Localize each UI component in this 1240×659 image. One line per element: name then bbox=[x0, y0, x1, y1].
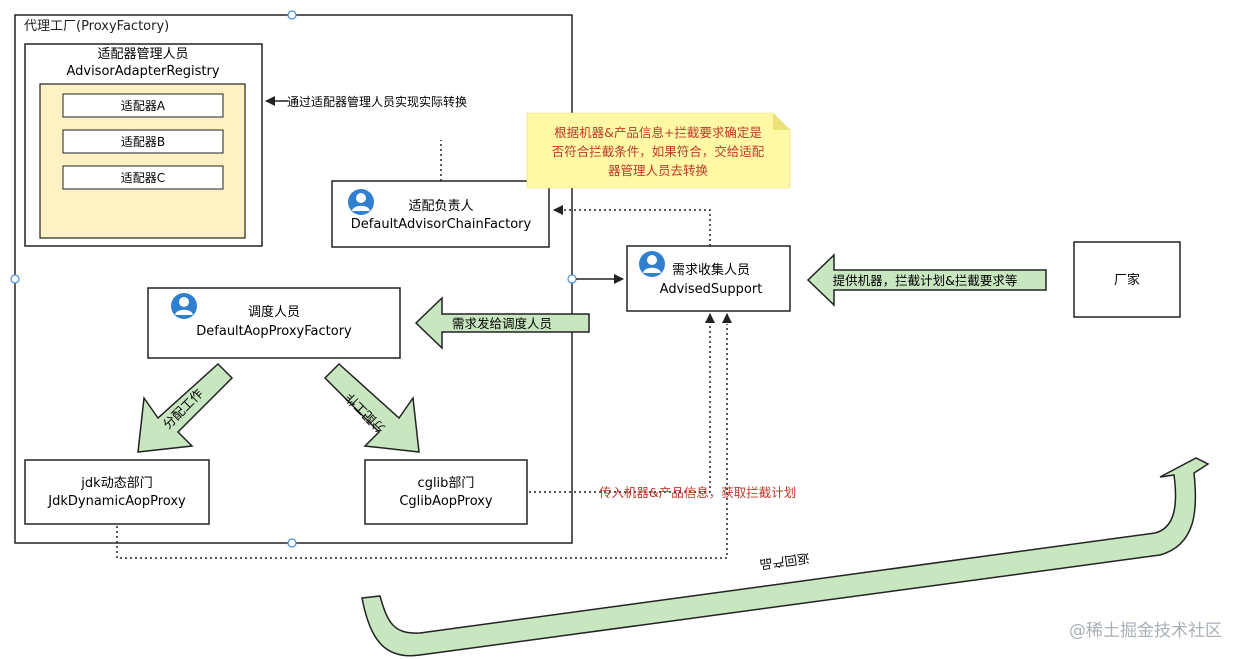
adapter-c-box[interactable]: 适配器C bbox=[62, 165, 224, 190]
advised-support-title-en: AdvisedSupport bbox=[660, 282, 763, 297]
adapter-a-box[interactable]: 适配器A bbox=[62, 93, 224, 118]
resize-handle-bottom[interactable] bbox=[287, 538, 297, 548]
default-aop-proxy-factory-box[interactable]: 调度人员 DefaultAopProxyFactory bbox=[147, 287, 401, 359]
proxy-factory-title: 代理工厂(ProxyFactory) bbox=[24, 19, 169, 34]
note-line-2: 否符合拦截条件，如果符合，交给适配 bbox=[552, 144, 765, 159]
condition-note[interactable]: 根据机器&产品信息+拦截要求确定是 否符合拦截条件，如果符合，交给适配 器管理人… bbox=[526, 112, 791, 189]
chain-factory-title-en: DefaultAdvisorChainFactory bbox=[351, 217, 532, 232]
aop-proxy-factory-title-en: DefaultAopProxyFactory bbox=[196, 324, 352, 339]
provide-label: 提供机器，拦截计划&拦截要求等 bbox=[833, 273, 1018, 288]
chain-factory-title-cn: 适配负责人 bbox=[408, 199, 473, 214]
advised-support-box[interactable]: 需求收集人员 AdvisedSupport bbox=[626, 245, 791, 312]
user-icon bbox=[171, 293, 197, 319]
note-line-1: 根据机器&产品信息+拦截要求确定是 bbox=[554, 125, 762, 140]
resize-handle-left[interactable] bbox=[10, 274, 20, 284]
manufacturer-box[interactable]: 厂家 bbox=[1073, 241, 1181, 318]
provide-arrow: 提供机器，拦截计划&拦截要求等 bbox=[806, 253, 1047, 307]
connector-support-to-chain bbox=[553, 205, 711, 246]
default-advisor-chain-factory-box[interactable]: 适配负责人 DefaultAdvisorChainFactory bbox=[331, 180, 550, 248]
aop-proxy-factory-title-cn: 调度人员 bbox=[248, 304, 300, 320]
advisor-adapter-registry-box[interactable]: 适配器管理人员 AdvisorAdapterRegistry 适配器A 适配器B… bbox=[24, 43, 263, 247]
registry-title-cn: 适配器管理人员 bbox=[97, 47, 188, 62]
resize-handle-right[interactable] bbox=[567, 274, 577, 284]
send-to-dispatcher-arrow: 需求发给调度人员 bbox=[414, 296, 590, 350]
cglib-proxy-title-en: CglibAopProxy bbox=[399, 494, 493, 509]
pass-info-label: 传入机器&产品信息，获取拦截计划 bbox=[599, 485, 796, 500]
jdk-proxy-title-cn: jdk动态部门 bbox=[80, 476, 152, 491]
connector-cglib-to-support: 传入机器&产品信息，获取拦截计划 bbox=[529, 313, 796, 500]
adapter-b-label: 适配器B bbox=[121, 135, 165, 149]
send-to-dispatcher-label: 需求发给调度人员 bbox=[452, 316, 552, 331]
connector-jdk-to-support bbox=[116, 313, 732, 559]
adapter-a-label: 适配器A bbox=[121, 99, 166, 113]
return-product-label: 返回产品 bbox=[759, 551, 811, 573]
user-icon bbox=[639, 251, 665, 277]
via-registry-label: 通过适配器管理人员实现实际转换 bbox=[287, 94, 467, 109]
watermark: @稀土掘金技术社区 bbox=[1069, 621, 1222, 641]
manufacturer-label: 厂家 bbox=[1114, 272, 1140, 288]
connector-chain-to-registry: 通过适配器管理人员实现实际转换 bbox=[265, 94, 467, 181]
advised-support-title-cn: 需求收集人员 bbox=[672, 262, 750, 278]
cglib-proxy-title-cn: cglib部门 bbox=[418, 476, 475, 491]
jdk-dynamic-aop-proxy-box[interactable]: jdk动态部门 JdkDynamicAopProxy bbox=[24, 459, 210, 525]
adapter-b-box[interactable]: 适配器B bbox=[62, 129, 224, 154]
adapter-c-label: 适配器C bbox=[121, 171, 165, 185]
user-icon bbox=[348, 189, 374, 215]
return-product-arrow: 返回产品 bbox=[361, 457, 1210, 657]
registry-title-en: AdvisorAdapterRegistry bbox=[66, 64, 219, 79]
note-line-3: 器管理人员去转换 bbox=[608, 163, 709, 178]
cglib-aop-proxy-box[interactable]: cglib部门 CglibAopProxy bbox=[364, 459, 528, 525]
resize-handle-top[interactable] bbox=[287, 10, 297, 20]
jdk-proxy-title-en: JdkDynamicAopProxy bbox=[47, 494, 186, 509]
